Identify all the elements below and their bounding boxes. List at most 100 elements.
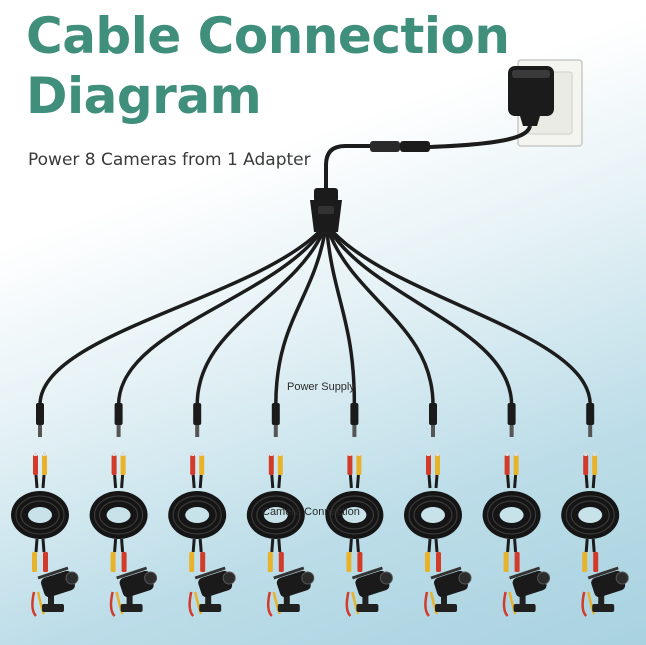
dc-plug-icon xyxy=(507,403,516,425)
rca-tip xyxy=(348,452,352,456)
security-camera-icon xyxy=(502,566,551,617)
diagram-title: Cable Connection Diagram xyxy=(26,6,586,126)
rca-plug-yellow xyxy=(32,552,37,572)
title-line-2: Diagram xyxy=(26,67,262,125)
rca-plug-yellow xyxy=(356,455,362,475)
rca-tip xyxy=(357,452,361,456)
cable-coil-icon xyxy=(11,491,69,539)
rca-plug-yellow xyxy=(277,455,283,475)
coil-lead xyxy=(113,474,125,489)
rca-plug-yellow xyxy=(189,552,195,572)
cable-coil-icon xyxy=(561,491,620,539)
security-camera-icon xyxy=(345,566,393,617)
cable-coil-icon xyxy=(89,491,148,539)
rca-plug-yellow xyxy=(199,455,205,475)
dc-connector-icon xyxy=(370,141,430,152)
coil-lead xyxy=(34,538,46,553)
coil-lead xyxy=(584,474,596,489)
coil-lead xyxy=(584,538,596,553)
rca-tip xyxy=(43,452,46,456)
rca-plug-red xyxy=(111,455,117,475)
dc-plug-icon xyxy=(429,403,437,425)
splitter-branches xyxy=(38,230,592,406)
camera-chain-8 xyxy=(561,403,629,617)
coil-lead xyxy=(427,538,439,553)
cable-coil-icon xyxy=(168,491,227,539)
dc-plug-icon xyxy=(114,403,123,425)
power-supply-label: Power Supply xyxy=(287,381,355,393)
rca-tip xyxy=(514,452,518,456)
branch-cable-8 xyxy=(331,230,592,406)
branch-cable-3 xyxy=(195,231,325,406)
camera-chains xyxy=(11,403,629,617)
branch-cable-1 xyxy=(38,230,321,406)
security-camera-icon xyxy=(581,566,629,617)
dc-plug-icon xyxy=(586,403,595,425)
rca-tip xyxy=(191,452,195,456)
coil-lead xyxy=(427,474,439,489)
rca-plug-yellow xyxy=(425,552,430,572)
rca-plug-yellow xyxy=(42,455,47,475)
rca-plug-yellow xyxy=(120,455,126,475)
security-camera-icon xyxy=(424,566,472,617)
rca-plug-red xyxy=(514,552,520,572)
rca-plug-red xyxy=(268,455,274,475)
camera-chain-7 xyxy=(482,403,551,617)
rca-plug-red xyxy=(190,455,196,475)
rca-plug-yellow xyxy=(582,552,588,572)
rca-plug-red xyxy=(43,552,48,572)
dc-plug-tip xyxy=(352,425,357,437)
coil-lead xyxy=(191,538,203,553)
dc-plug-tip xyxy=(38,425,42,437)
camera-chain-4 xyxy=(246,403,315,617)
coil-lead xyxy=(191,474,203,489)
coil-lead xyxy=(113,538,125,553)
camera-chain-2 xyxy=(89,403,158,617)
rca-tip xyxy=(427,452,430,456)
rca-plug-red xyxy=(33,455,38,475)
camera-chain-6 xyxy=(404,403,472,617)
rca-plug-red xyxy=(121,552,127,572)
camera-connection-label: Camera Connection xyxy=(262,506,360,518)
dc-plug-icon xyxy=(193,403,202,425)
rca-plug-yellow xyxy=(513,455,519,475)
dc-plug-icon xyxy=(350,403,359,425)
rca-tip xyxy=(584,452,588,456)
rca-plug-red xyxy=(278,552,284,572)
branch-cable-2 xyxy=(116,230,323,406)
rca-tip xyxy=(34,452,37,456)
rca-plug-red xyxy=(357,552,363,572)
rca-tip xyxy=(112,452,116,456)
rca-plug-red xyxy=(504,455,510,475)
rca-plug-red xyxy=(583,455,589,475)
rca-tip xyxy=(593,452,597,456)
branch-cable-5 xyxy=(325,231,357,406)
rca-plug-yellow xyxy=(592,455,598,475)
security-camera-icon xyxy=(31,566,79,617)
rca-tip xyxy=(121,452,125,456)
rca-tip xyxy=(200,452,204,456)
rca-plug-yellow xyxy=(110,552,116,572)
rca-plug-red xyxy=(200,552,206,572)
rca-tip xyxy=(269,452,273,456)
rca-tip xyxy=(505,452,509,456)
coil-lead xyxy=(506,474,518,489)
coil-lead xyxy=(270,538,282,553)
rca-tip xyxy=(278,452,282,456)
security-camera-icon xyxy=(188,566,236,617)
security-camera-icon xyxy=(266,566,315,617)
rca-plug-red xyxy=(436,552,441,572)
title-line-1: Cable Connection xyxy=(26,7,510,65)
rca-plug-red xyxy=(593,552,599,572)
security-camera-icon xyxy=(109,566,158,617)
coil-lead xyxy=(506,538,518,553)
branch-cable-7 xyxy=(329,231,514,406)
dc-plug-icon xyxy=(36,403,44,425)
rca-plug-yellow xyxy=(346,552,352,572)
cable-coil-icon xyxy=(404,491,462,539)
rca-plug-yellow xyxy=(267,552,273,572)
dc-plug-tip xyxy=(273,425,278,437)
branch-cable-6 xyxy=(327,231,435,406)
dc-plug-tip xyxy=(195,425,200,437)
